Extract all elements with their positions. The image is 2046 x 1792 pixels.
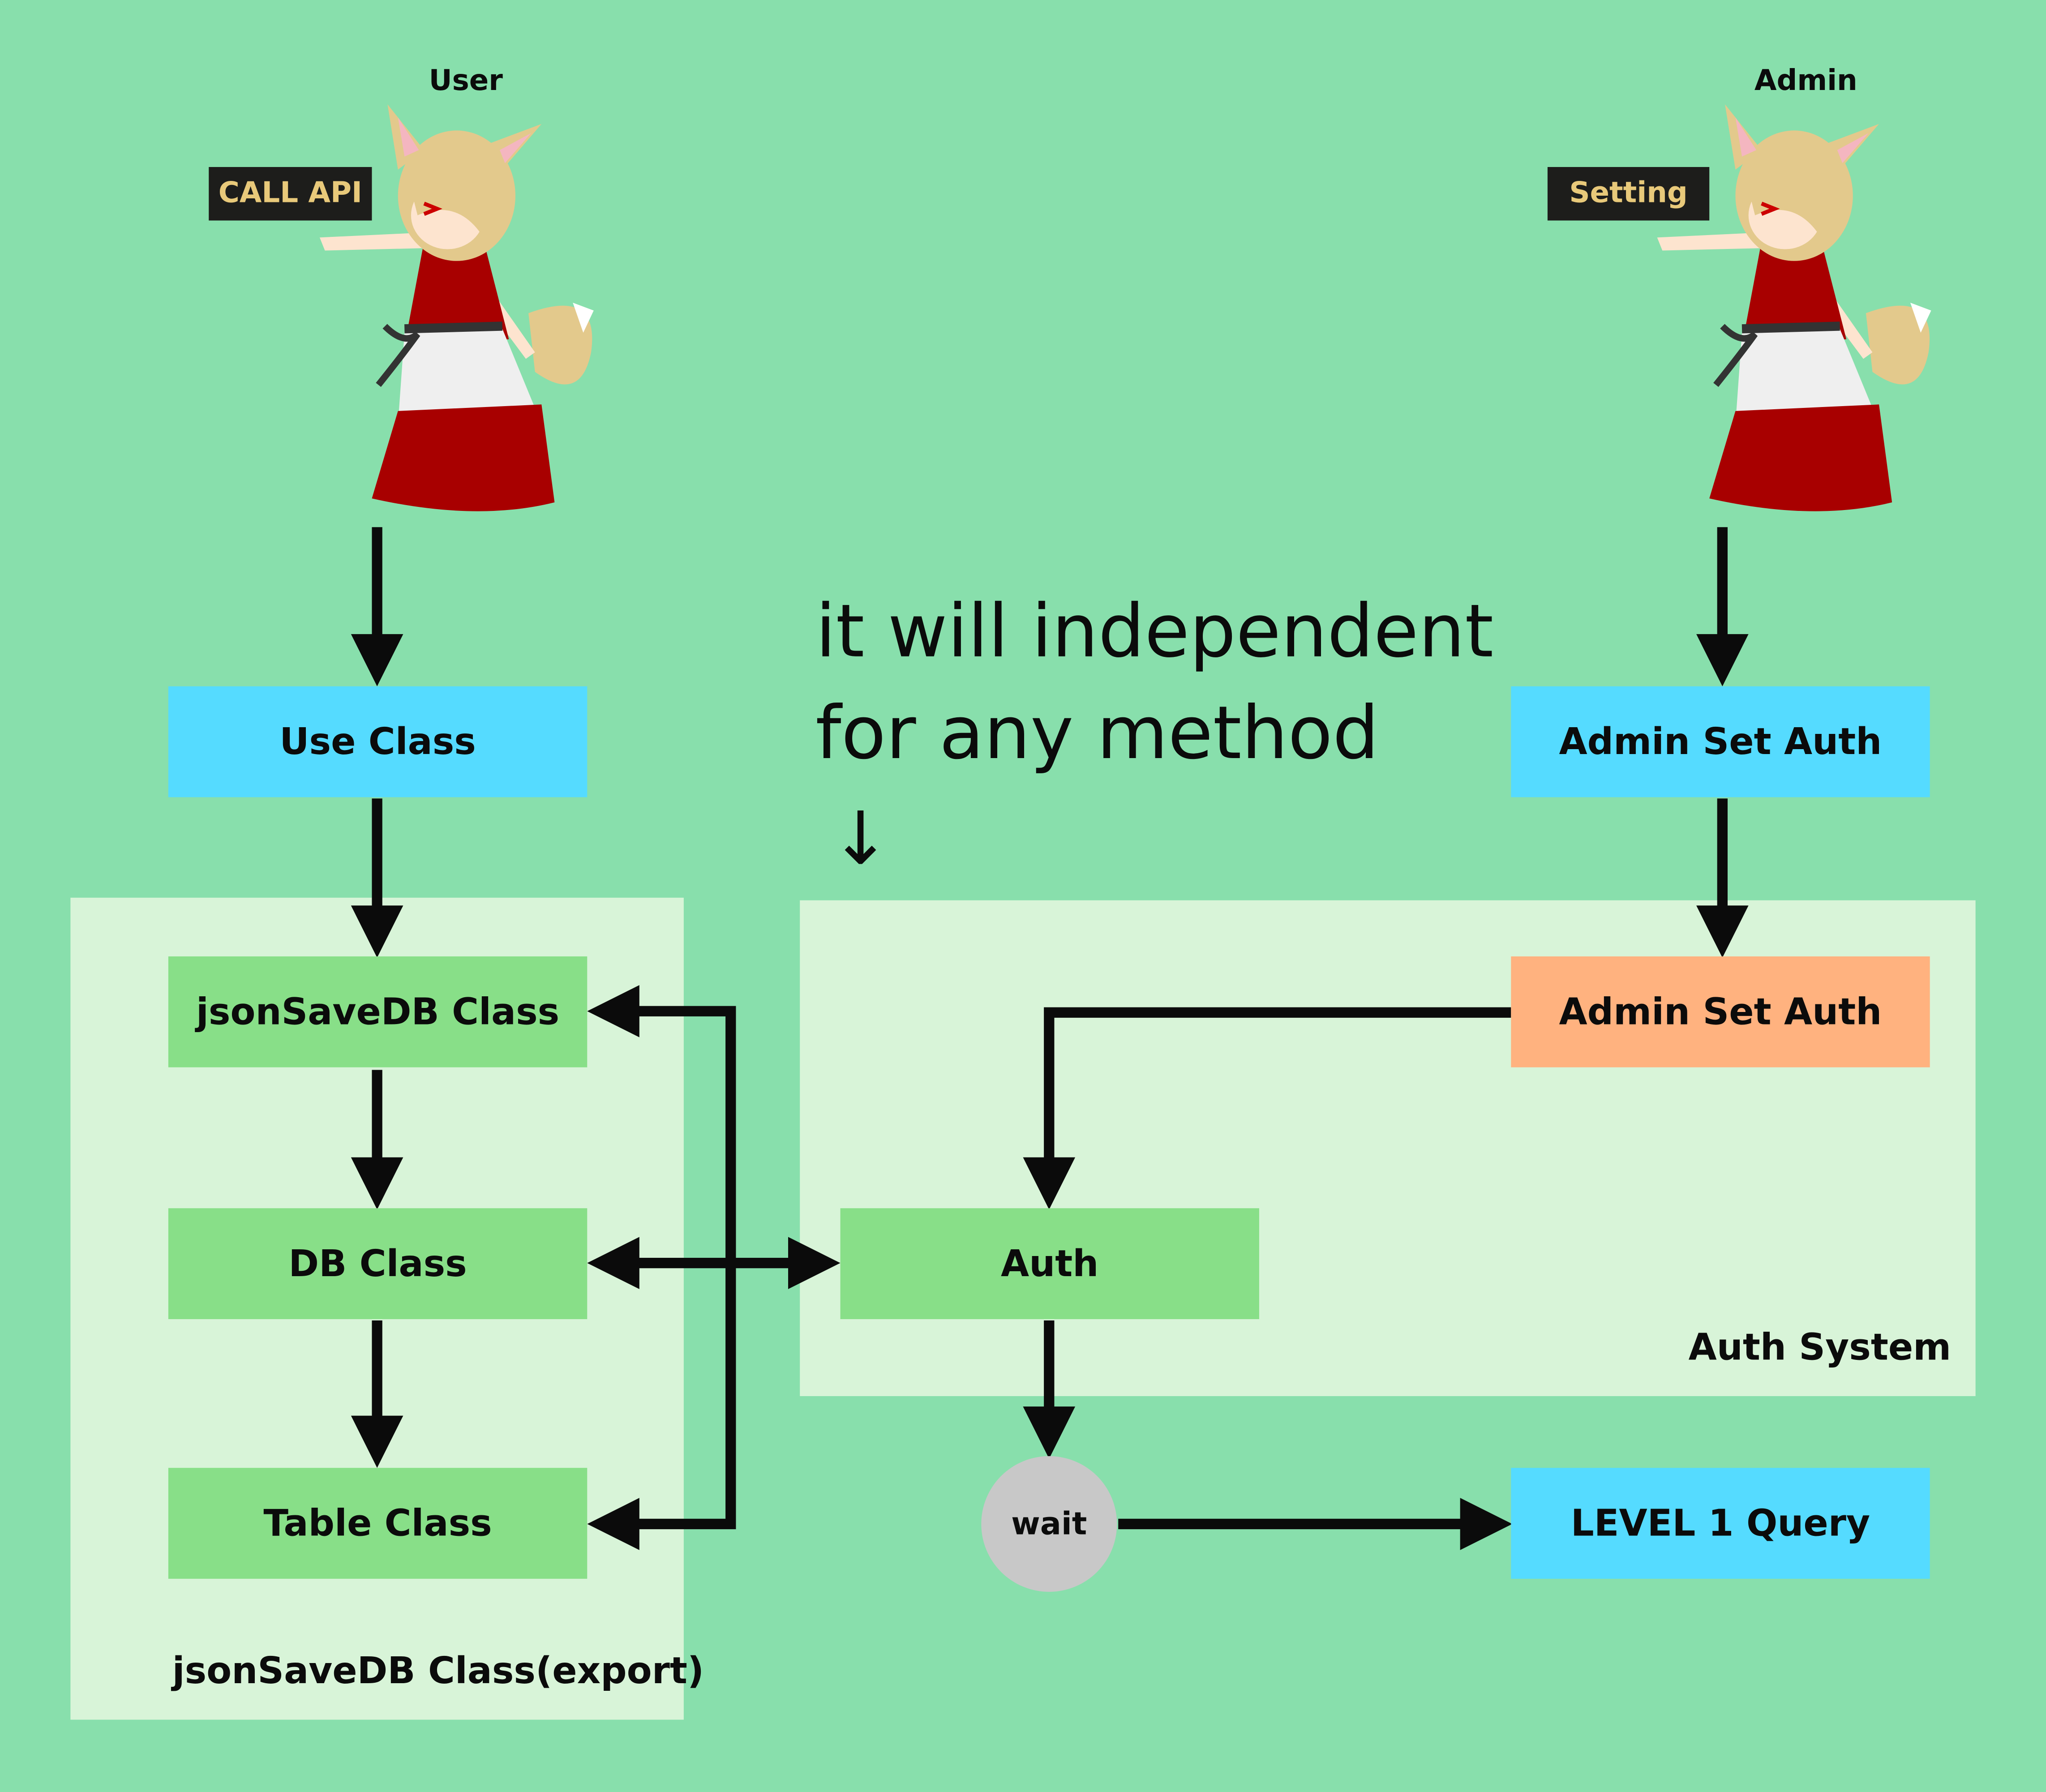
annotation-line-2: for any method <box>815 691 1379 776</box>
node-use-class: Use Class <box>168 686 588 797</box>
call-api-tag: CALL API <box>209 167 372 221</box>
user-actor-label: User <box>429 65 503 98</box>
annotation-line-1: it will independent <box>815 590 1494 675</box>
node-auth: Auth <box>840 1208 1259 1319</box>
node-jsonsavedb-class: jsonSaveDB Class <box>168 956 588 1067</box>
edge-bus-to-jsonsavedb <box>587 985 736 1263</box>
edge-inner-auth-to-auth <box>1023 1007 1511 1210</box>
wait-node-circle <box>981 1456 1117 1592</box>
node-db-class: DB Class <box>168 1208 588 1319</box>
node-admin-set-auth-top: Admin Set Auth <box>1511 686 1930 797</box>
node-admin-set-auth-inner: Admin Set Auth <box>1511 956 1930 1067</box>
node-level1-query: LEVEL 1 Query <box>1511 1468 1930 1579</box>
fox-girl-figure-icon <box>319 104 594 511</box>
fox-girl-figure-icon <box>1657 104 1931 511</box>
user-avatar <box>294 91 607 522</box>
admin-avatar <box>1631 91 1944 522</box>
group-jsonsavedb-export-label: jsonSaveDB Class(export) <box>172 1649 704 1693</box>
node-table-class: Table Class <box>168 1468 588 1579</box>
admin-actor-label: Admin <box>1754 65 1857 98</box>
edge-bus-to-table <box>587 1263 736 1550</box>
annotation-down-arrow: ↓ <box>830 797 891 882</box>
group-auth-system-label: Auth System <box>1688 1325 1952 1369</box>
setting-tag: Setting <box>1547 167 1710 221</box>
node-wait-label: wait <box>1011 1505 1087 1543</box>
